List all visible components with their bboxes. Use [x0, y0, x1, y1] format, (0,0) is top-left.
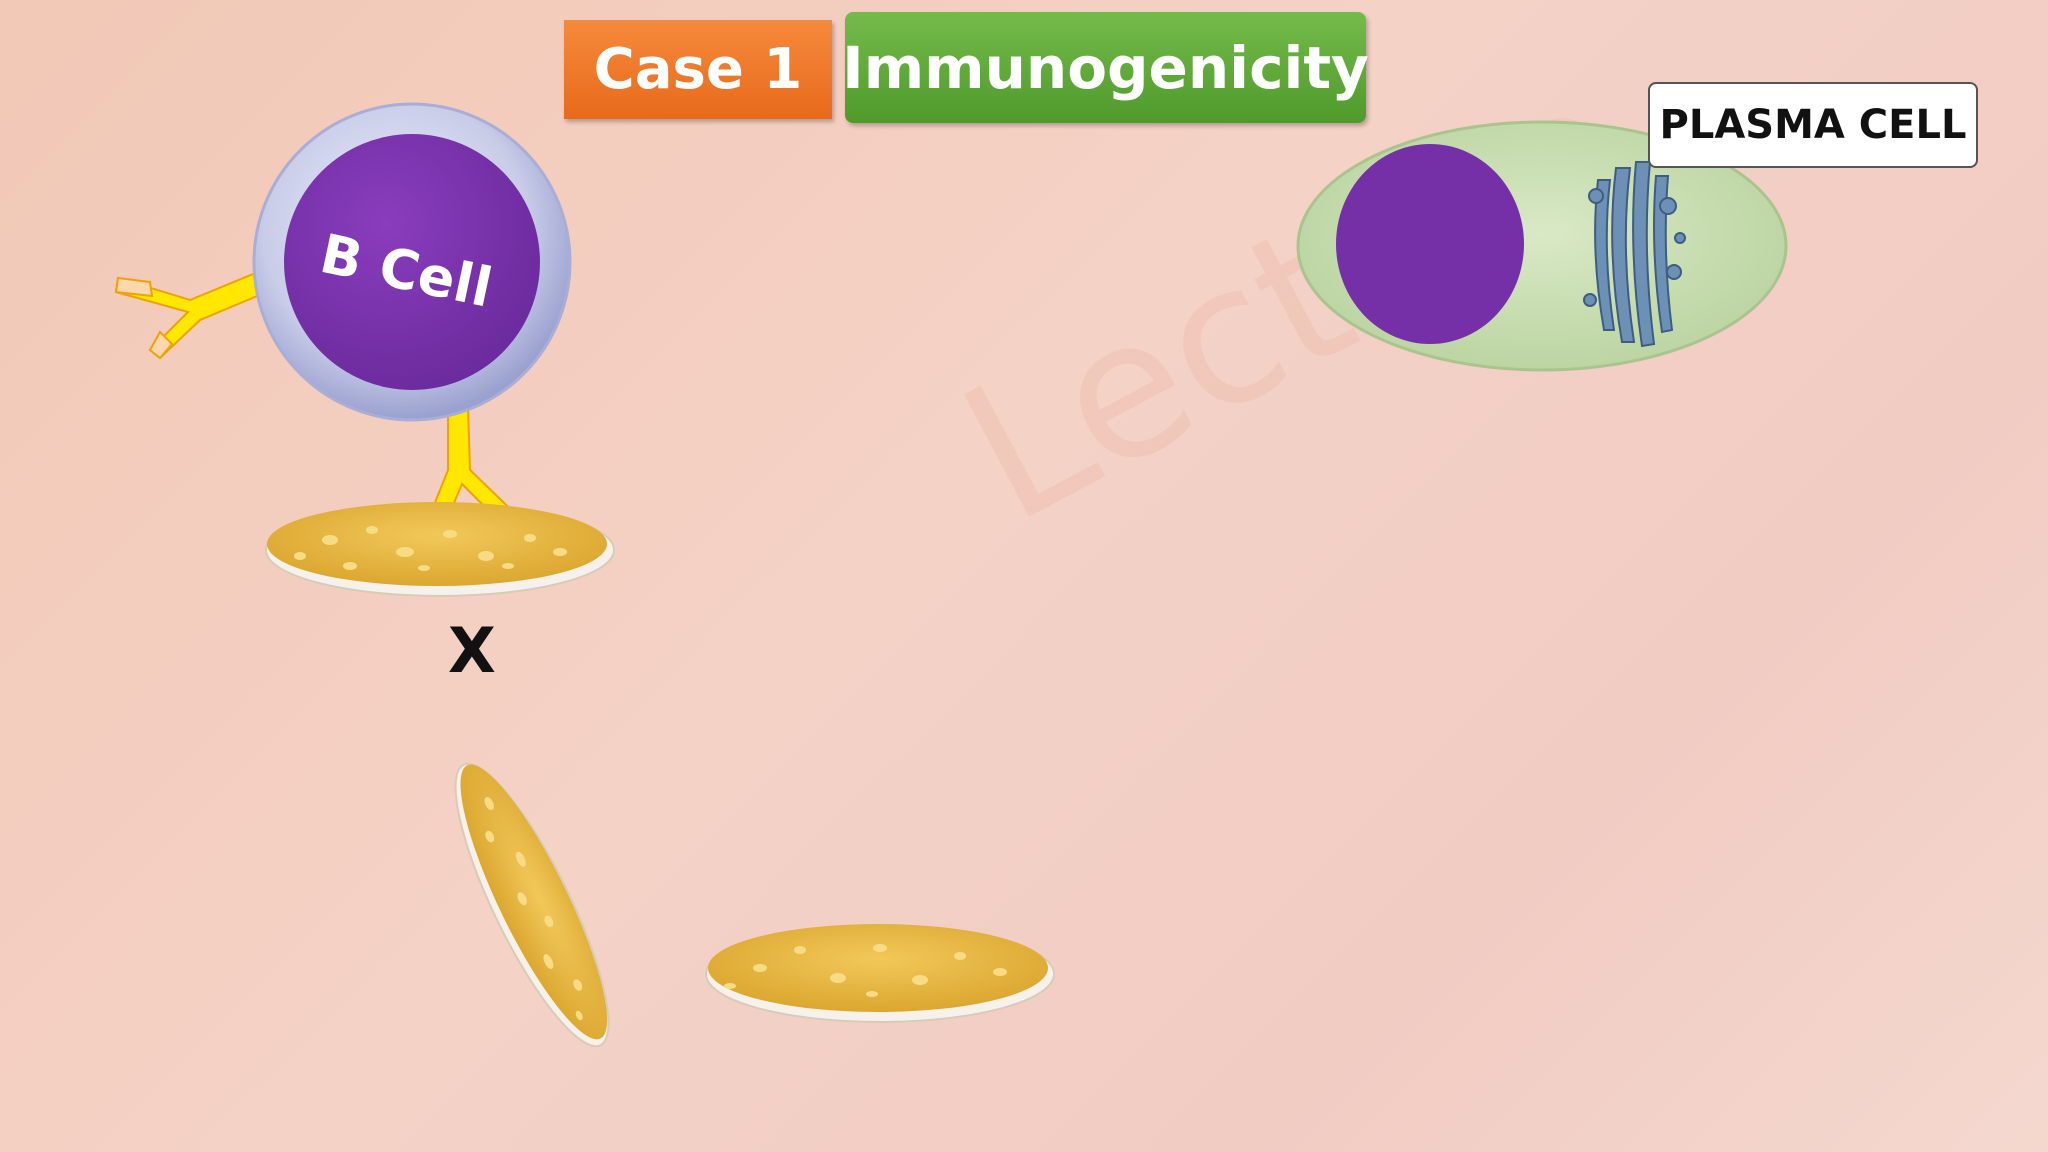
antigen-tilted: [454, 762, 610, 1048]
plasma-cell: [1296, 120, 1788, 372]
x-mark: X: [448, 614, 496, 687]
case-label: Case 1: [564, 20, 832, 119]
golgi-icon: [1583, 161, 1686, 348]
antigen-flat: [705, 924, 1055, 1023]
antigen-bound: [265, 502, 615, 597]
bcell: [252, 102, 572, 422]
plasma-cell-nucleus: [1336, 144, 1524, 344]
bcell-left-antibody: [114, 270, 264, 360]
plasma-cell-label: PLASMA CELL: [1648, 82, 1978, 168]
topic-label: Immunogenicity: [842, 12, 1369, 123]
